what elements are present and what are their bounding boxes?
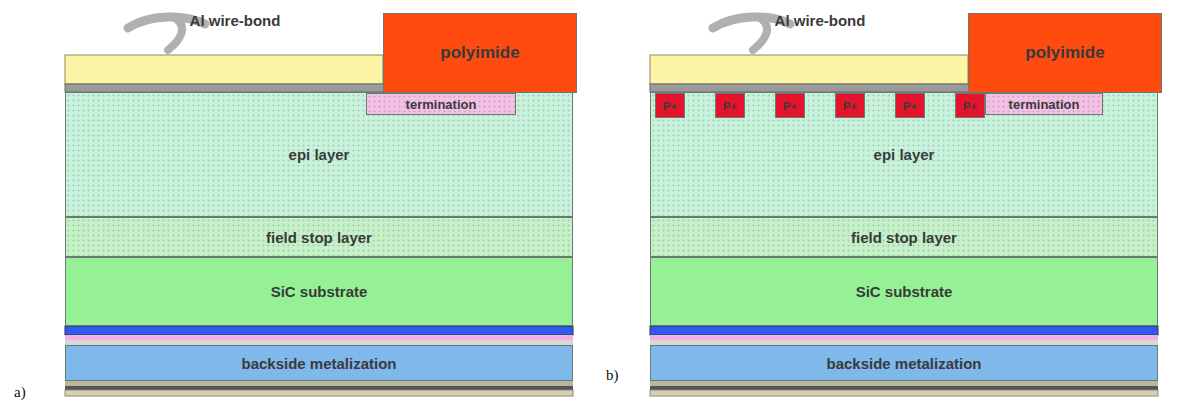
- layer-label: P+: [783, 100, 797, 112]
- layer-label: SiC substrate: [271, 283, 368, 300]
- layer-label: epi layer: [289, 146, 350, 163]
- layer-label: P+: [843, 100, 857, 112]
- termination-region: termination: [366, 93, 516, 115]
- layer-label: P+: [903, 100, 917, 112]
- p-plus-region: P+: [895, 93, 925, 118]
- layer-label: polyimide: [1025, 43, 1104, 63]
- p-plus-region: P+: [655, 93, 685, 118]
- p-plus-region: P+: [955, 93, 985, 118]
- layer-label: backside metalization: [241, 355, 396, 372]
- layer-label: epi layer: [874, 146, 935, 163]
- layer-label: polyimide: [440, 43, 519, 63]
- layer-label: termination: [1009, 97, 1080, 112]
- layer-label: field stop layer: [851, 229, 957, 246]
- wire-bond-label: Al wire-bond: [190, 12, 281, 29]
- field-stop-layer: field stop layer: [650, 217, 1158, 257]
- field-stop-layer: field stop layer: [65, 217, 573, 257]
- layer-label: P+: [723, 100, 737, 112]
- termination-region: termination: [985, 93, 1103, 115]
- layer-label: termination: [406, 97, 477, 112]
- layer-label: P+: [963, 100, 977, 112]
- backside-metalization: backside metalization: [650, 345, 1158, 381]
- panel-letter: b): [606, 367, 619, 384]
- sic-substrate: SiC substrate: [650, 257, 1158, 326]
- layer-label: SiC substrate: [856, 283, 953, 300]
- epi-layer: epi layer termination: [65, 92, 573, 217]
- layer-label: P+: [663, 100, 677, 112]
- layer-label: field stop layer: [266, 229, 372, 246]
- p-plus-region: P+: [835, 93, 865, 118]
- layer-label: backside metalization: [826, 355, 981, 372]
- panel-letter: a): [14, 384, 26, 401]
- p-plus-region: P+: [715, 93, 745, 118]
- p-plus-region: P+: [775, 93, 805, 118]
- polyimide-layer: polyimide: [383, 13, 577, 93]
- sic-substrate: SiC substrate: [65, 257, 573, 326]
- wire-bond-label: Al wire-bond: [775, 12, 866, 29]
- polyimide-layer: polyimide: [968, 13, 1162, 93]
- backside-metalization: backside metalization: [65, 345, 573, 381]
- epi-layer: epi layer P+ P+ P+ P+ P+ P+ termination: [650, 92, 1158, 217]
